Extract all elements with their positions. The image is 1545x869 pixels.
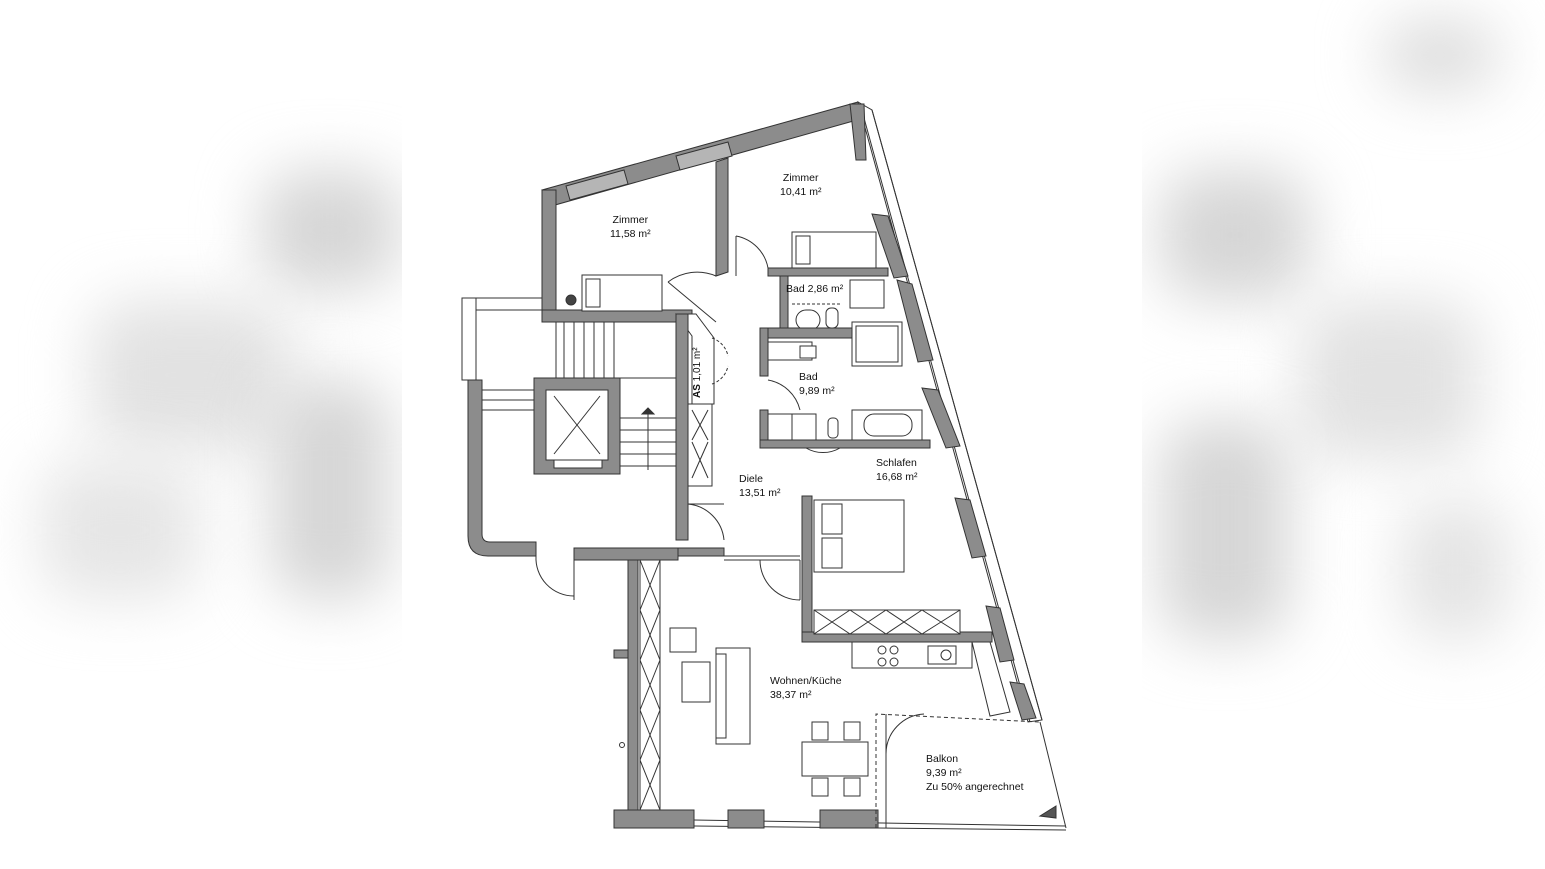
room-area: 9,89 m² xyxy=(799,385,835,397)
room-label-zimmer-2: Zimmer 10,41 m² xyxy=(780,171,821,199)
room-area: 1,01 m² xyxy=(692,347,703,382)
room-name: Zimmer xyxy=(782,172,819,184)
room-area: 9,39 m² xyxy=(926,767,962,779)
room-label-zimmer-1: Zimmer 11,58 m² xyxy=(610,213,651,241)
room-area: 16,68 m² xyxy=(876,471,918,483)
room-area: 11,58 m² xyxy=(610,228,651,240)
room-name: Balkon xyxy=(926,753,959,765)
room-name: AS xyxy=(692,384,703,398)
room-name: Schlafen xyxy=(876,457,917,469)
room-name: Diele xyxy=(739,473,763,485)
room-name: Bad xyxy=(799,371,818,383)
floor-plan-sheet: Zimmer 11,58 m² Zimmer 10,41 m² Bad 2,86… xyxy=(402,0,1142,869)
room-note: Zu 50% angerechnet xyxy=(926,781,1024,793)
room-label-diele: Diele 13,51 m² xyxy=(739,472,780,500)
room-area: 13,51 m² xyxy=(739,487,781,499)
room-area: 10,41 m² xyxy=(780,186,822,198)
room-label-bad-small: Bad 2,86 m² xyxy=(786,282,843,296)
room-name: Bad xyxy=(786,283,805,295)
floor-plan-drawing xyxy=(461,100,1067,831)
room-name: Wohnen/Küche xyxy=(770,675,842,687)
room-label-balkon: Balkon 9,39 m² Zu 50% angerechnet xyxy=(926,752,1023,794)
room-area: 38,37 m² xyxy=(770,689,812,701)
room-name: Zimmer xyxy=(612,214,649,226)
room-label-as: AS 1,01 m² xyxy=(692,347,703,398)
room-label-bad-large: Bad 9,89 m² xyxy=(799,370,835,398)
room-area: 2,86 m² xyxy=(807,283,844,295)
exterior-walls xyxy=(541,100,1043,723)
room-label-wohnen: Wohnen/Küche 38,37 m² xyxy=(770,674,842,702)
room-label-schlafen: Schlafen 16,68 m² xyxy=(876,456,917,484)
